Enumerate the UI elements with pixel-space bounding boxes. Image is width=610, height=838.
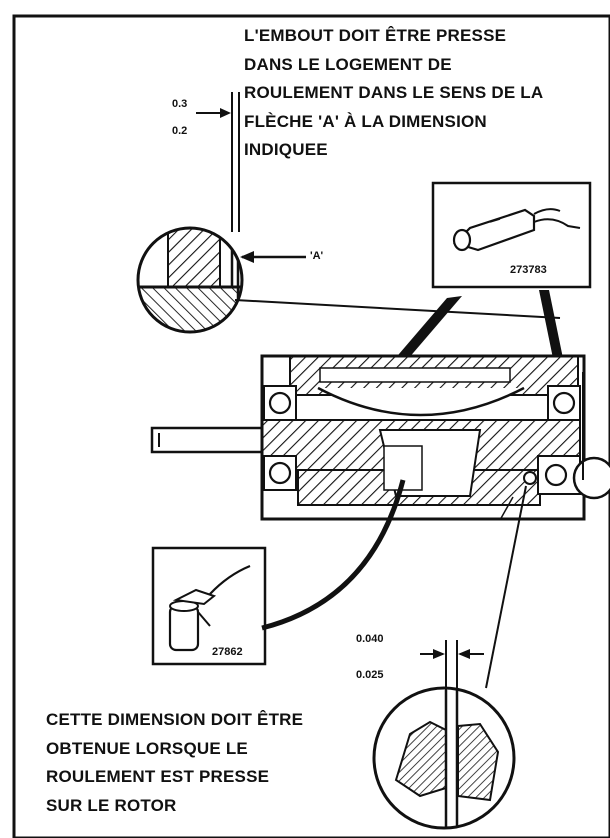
detail-circle-top-outline bbox=[136, 226, 244, 334]
detail-circle-bottom-outline bbox=[372, 686, 516, 830]
bottom-instruction-note: CETTE DIMENSION DOIT ÊTRE OBTENUE LORSQU… bbox=[46, 706, 303, 820]
arrow-a-head bbox=[240, 251, 254, 263]
detail-circle-top bbox=[138, 228, 242, 332]
top-note-line-1: L'EMBOUT DOIT ÊTRE PRESSE bbox=[244, 26, 507, 45]
arrow-a-label: 'A' bbox=[310, 250, 324, 262]
frame-border bbox=[12, 14, 610, 838]
dim-bottom-arrow-left bbox=[433, 649, 445, 659]
dim-top-arrow bbox=[220, 108, 231, 118]
top-note-line-5: INDIQUEE bbox=[244, 140, 328, 159]
bottom-note-line-3: ROULEMENT EST PRESSE bbox=[46, 767, 270, 786]
bottom-note-line-1: CETTE DIMENSION DOIT ÊTRE bbox=[46, 710, 304, 729]
assembly-section bbox=[150, 354, 610, 521]
dim-bottom-arrow-right bbox=[458, 649, 470, 659]
bottom-note-line-2: OBTENUE LORSQUE LE bbox=[46, 738, 248, 758]
dim-top-lower-label: 0.2 bbox=[172, 125, 188, 137]
top-note-line-4: FLÈCHE 'A' À LA DIMENSION bbox=[244, 111, 487, 131]
top-instruction-note: L'EMBOUT DOIT ÊTRE PRESSE DANS LE LOGEME… bbox=[244, 22, 543, 165]
dim-bottom-lower-label: 0.025 bbox=[356, 669, 384, 681]
grease-leader bbox=[261, 479, 406, 631]
grease-gun-icon bbox=[168, 564, 251, 652]
tool-part-number: 273783 bbox=[510, 264, 547, 276]
detail-circle-bottom bbox=[374, 690, 514, 828]
top-note-line-2: DANS LE LOGEMENT DE bbox=[244, 54, 452, 74]
dim-bottom-upper-label: 0.040 bbox=[356, 633, 384, 645]
top-note-line-3: ROULEMENT DANS LE SENS DE LA bbox=[244, 83, 544, 102]
dim-top-upper-label: 0.3 bbox=[172, 98, 188, 110]
press-tool-icon bbox=[452, 208, 581, 252]
grease-part-number: 27862 bbox=[212, 646, 243, 658]
bottom-note-line-4: SUR LE ROTOR bbox=[46, 795, 177, 815]
